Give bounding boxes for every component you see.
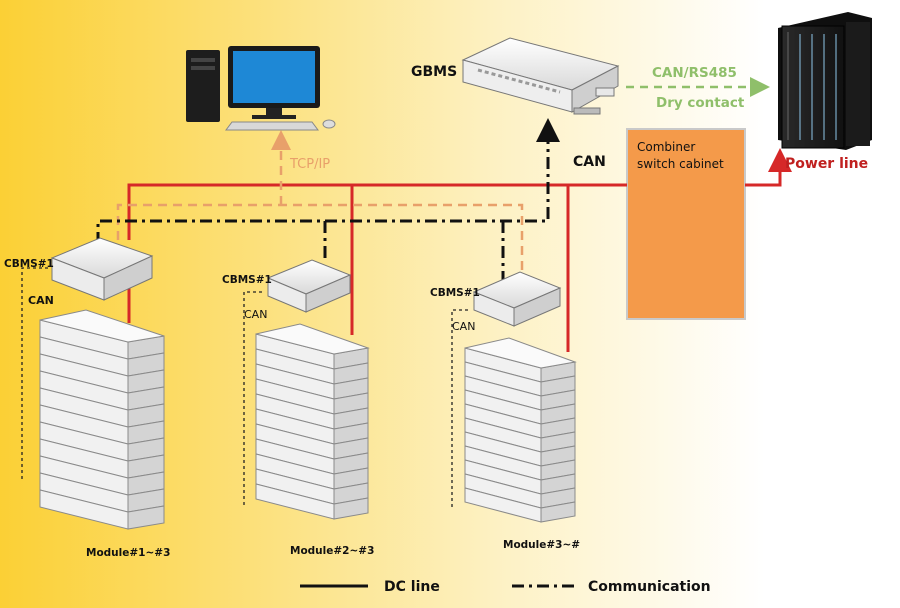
cbms-can-links: [21, 267, 468, 510]
battery-module-icon: [255, 393, 369, 430]
cbms-label-1: CBMS#1: [4, 258, 54, 270]
battery-stack-1: [39, 309, 165, 530]
battery-stack-2: [255, 323, 370, 520]
cbms-label-3: CBMS#1: [430, 287, 480, 299]
cbms-device-icon: [472, 271, 562, 327]
can-label-2: CAN: [244, 308, 267, 321]
battery-module-icon: [255, 483, 369, 520]
cbms-device-icon: [266, 259, 352, 313]
can-label-3: CAN: [452, 320, 475, 333]
combiner-label-line1: Combiner: [637, 140, 695, 154]
server-rack-icon: [778, 12, 872, 150]
legend-comm-label: Communication: [588, 579, 711, 595]
battery-module-icon: [464, 487, 576, 523]
cbms-label-2: CBMS#1: [222, 274, 272, 286]
gbms-device-icon: [461, 37, 620, 115]
gbms-label: GBMS: [411, 64, 457, 80]
battery-module-icon: [464, 417, 576, 453]
computer-icon: [186, 46, 336, 131]
combiner-label-line2: switch cabinet: [637, 157, 724, 171]
battery-module-icon: [39, 489, 165, 530]
cbms-device-icon: [50, 237, 154, 301]
module-label-3: Module#3~#: [503, 539, 580, 551]
module-label-2: Module#2~#3: [290, 545, 374, 557]
battery-stack-3: [464, 337, 577, 523]
battery-module-icon: [255, 378, 369, 415]
battery-module-icon: [255, 323, 370, 370]
battery-module-icon: [39, 421, 165, 462]
communication-line: [96, 118, 560, 280]
legend-dc-label: DC line: [384, 579, 440, 595]
module-label-1: Module#1~#3: [86, 547, 170, 559]
can-main-label: CAN: [573, 154, 606, 170]
dry-contact-label: Dry contact: [656, 95, 745, 111]
battery-module-icon: [255, 453, 369, 490]
battery-module-icon: [255, 423, 369, 460]
can-label-1: CAN: [28, 294, 54, 307]
combiner-cabinet: [626, 128, 746, 320]
tcp-ip-label: TCP/IP: [289, 157, 330, 172]
legend: DC line Communication: [300, 579, 711, 595]
battery-module-icon: [39, 309, 165, 360]
battery-module-icon: [255, 438, 369, 475]
can-rs485-label: CAN/RS485: [652, 65, 737, 81]
power-line-label: Power line: [785, 156, 868, 172]
